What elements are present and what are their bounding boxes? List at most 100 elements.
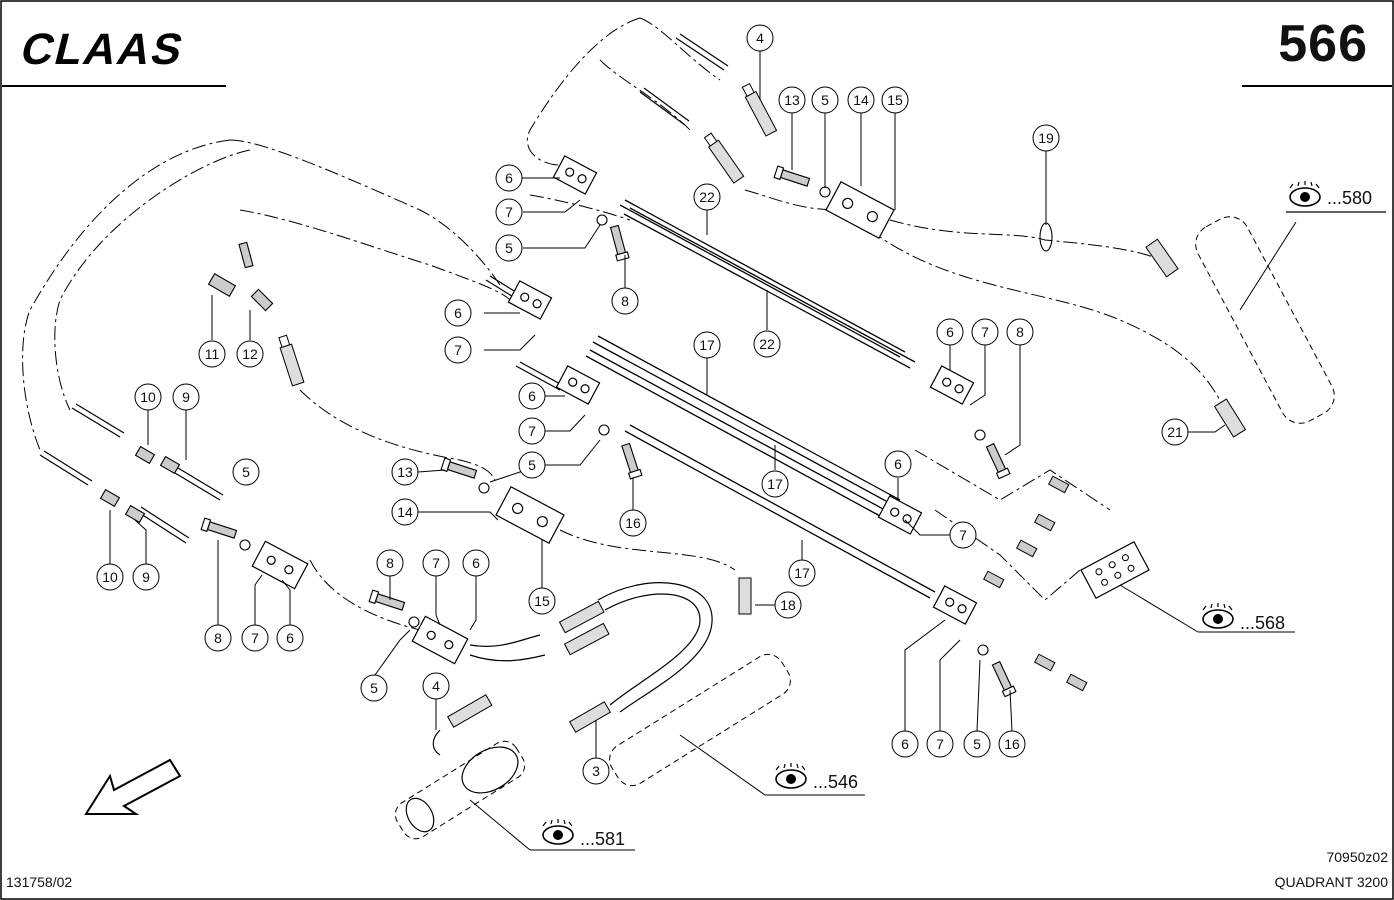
callout-7l: 7 bbox=[241, 624, 269, 652]
callout-7e: 7 bbox=[926, 730, 954, 758]
svg-text:6: 6 bbox=[946, 324, 954, 340]
bolt-8-left bbox=[200, 517, 238, 539]
washer bbox=[596, 214, 608, 226]
callout-16m: 16 bbox=[619, 509, 647, 537]
callout-3: 3 bbox=[582, 757, 610, 785]
svg-text:10: 10 bbox=[140, 389, 156, 405]
svg-text:15: 15 bbox=[887, 92, 903, 108]
svg-text:5: 5 bbox=[821, 92, 829, 108]
svg-text:7: 7 bbox=[528, 423, 536, 439]
svg-text:6: 6 bbox=[528, 388, 536, 404]
pipe-end bbox=[675, 33, 729, 71]
hose-fittings bbox=[278, 82, 1247, 733]
page-number: 566 bbox=[1278, 15, 1368, 73]
svg-text:6: 6 bbox=[472, 555, 480, 571]
reference-546-text: ...546 bbox=[813, 772, 858, 792]
route-line bbox=[889, 219, 1161, 261]
reference-580-text: ...580 bbox=[1327, 188, 1372, 208]
callout-22b: 22 bbox=[753, 330, 781, 358]
callout-6c: 6 bbox=[518, 382, 546, 410]
bolt-16-mid bbox=[621, 442, 643, 480]
fitting-9b bbox=[124, 504, 146, 524]
hose-fitting-top-2 bbox=[703, 132, 745, 184]
eye-icon bbox=[1289, 181, 1321, 207]
callout-4b: 4 bbox=[422, 672, 450, 700]
svg-text:8: 8 bbox=[214, 630, 222, 646]
callout-17a: 17 bbox=[693, 331, 721, 359]
brand-logo-text: CLAAS bbox=[16, 26, 190, 74]
callout-7s: 7 bbox=[949, 521, 977, 549]
clamp-mid-2 bbox=[555, 365, 601, 405]
bolts-washers bbox=[99, 165, 1053, 698]
callout-4-top: 4 bbox=[746, 24, 774, 52]
pipe-17-middle bbox=[585, 349, 886, 517]
callout-15m: 15 bbox=[528, 587, 556, 615]
svg-text:4: 4 bbox=[432, 678, 440, 694]
svg-text:14: 14 bbox=[397, 504, 413, 520]
svg-text:22: 22 bbox=[699, 189, 715, 205]
route-line bbox=[309, 559, 421, 631]
washer bbox=[974, 429, 986, 441]
route-line bbox=[559, 529, 736, 571]
reference-568: ...568 bbox=[1202, 603, 1285, 633]
brand-logo: CLAAS bbox=[16, 26, 190, 74]
page-references: ...580 ...568 ...546 bbox=[542, 181, 1386, 849]
bolt-13-mid bbox=[440, 457, 478, 479]
reference-580: ...580 bbox=[1286, 181, 1386, 213]
clamp-left bbox=[251, 540, 309, 590]
fitting-11 bbox=[207, 273, 237, 297]
svg-text:9: 9 bbox=[142, 569, 150, 585]
callout-7c: 7 bbox=[518, 417, 546, 445]
pipe-end bbox=[71, 403, 125, 438]
washer bbox=[408, 616, 420, 628]
hose-fitting-18 bbox=[738, 577, 752, 615]
svg-text:7: 7 bbox=[251, 630, 259, 646]
clamp-mid-left bbox=[507, 280, 553, 320]
hose-fitting-left bbox=[278, 334, 305, 387]
callout-8l: 8 bbox=[204, 624, 232, 652]
hose-loop bbox=[604, 593, 701, 706]
route-line bbox=[639, 17, 721, 81]
hose-elbow bbox=[432, 729, 441, 756]
callout-17c: 17 bbox=[788, 559, 816, 587]
reference-568-text: ...568 bbox=[1240, 613, 1285, 633]
clamp-top-right bbox=[825, 180, 895, 240]
pipe-17-upper bbox=[592, 335, 901, 507]
hose-fitting-21 bbox=[1213, 398, 1247, 438]
reference-581: ...581 bbox=[542, 819, 625, 849]
hose-routing-lines bbox=[22, 17, 1226, 631]
washer bbox=[239, 539, 251, 551]
svg-text:16: 16 bbox=[1004, 736, 1020, 752]
clamp-mid-14-15 bbox=[495, 485, 565, 545]
svg-text:16: 16 bbox=[625, 515, 641, 531]
eye-icon bbox=[775, 763, 807, 789]
pipe-end bbox=[169, 464, 224, 501]
callouts: 4 13 5 14 15 19 6 7 5 8 22 22 6 7 11 12 … bbox=[96, 24, 1189, 785]
fitting-19 bbox=[1039, 222, 1053, 252]
svg-text:14: 14 bbox=[853, 92, 869, 108]
callout-14m: 14 bbox=[391, 498, 419, 526]
callout-8r: 8 bbox=[1006, 318, 1034, 346]
fitting-top-elbow bbox=[238, 241, 254, 269]
drawing-number: 70950z02 bbox=[1326, 849, 1388, 865]
model-name: QUADRANT 3200 bbox=[1274, 874, 1388, 890]
hose-fitting-pair-a bbox=[558, 600, 605, 634]
callout-6e: 6 bbox=[891, 730, 919, 758]
bolt-8-lower bbox=[368, 589, 406, 611]
fitting-12 bbox=[250, 288, 274, 312]
svg-text:5: 5 bbox=[370, 680, 378, 696]
clamp-right-2 bbox=[877, 495, 923, 535]
callout-5-top: 5 bbox=[811, 86, 839, 114]
hose bbox=[469, 654, 546, 662]
hydraulic-hoses bbox=[432, 582, 713, 756]
route-line bbox=[526, 17, 641, 166]
hose-fitting-4-bottom bbox=[446, 694, 493, 728]
hose bbox=[469, 634, 541, 647]
washer bbox=[598, 424, 610, 436]
callout-6b: 6 bbox=[444, 299, 472, 327]
svg-text:18: 18 bbox=[780, 597, 796, 613]
fitting-9a bbox=[159, 455, 181, 475]
callout-5d: 5 bbox=[360, 674, 388, 702]
